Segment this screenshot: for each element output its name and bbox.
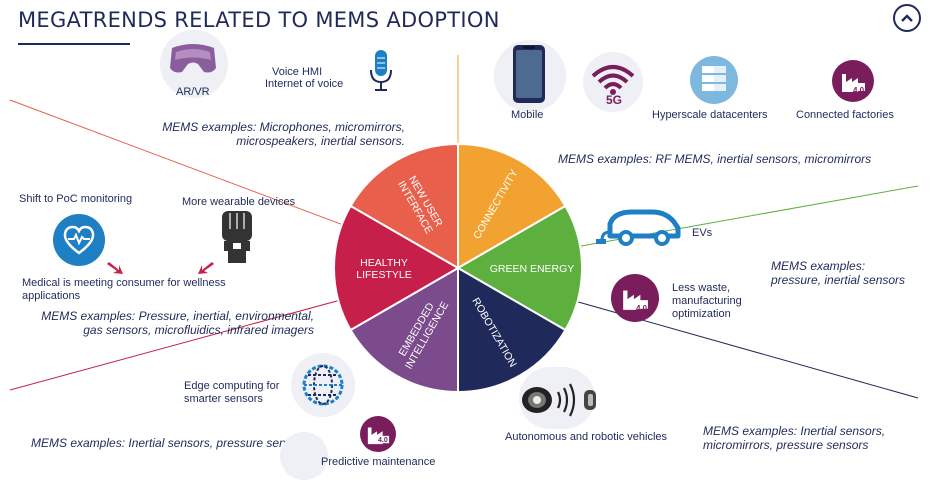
factory-icon bbox=[623, 290, 648, 310]
green-mems-examples-line1: MEMS examples: bbox=[771, 259, 866, 273]
factory-icon bbox=[842, 74, 865, 92]
factory-badge-text: 4.0 bbox=[853, 86, 865, 95]
health-mems-examples-line1: MEMS examples: Pressure, inertial, envir… bbox=[41, 309, 314, 323]
globe-network-icon bbox=[302, 364, 344, 406]
wheel-segment-healthy-lifestyle bbox=[333, 204, 460, 332]
wheel-label-green-energy: GREEN ENERGY bbox=[490, 263, 575, 275]
embedded-mems-examples: MEMS examples: Inertial sensors, pressur… bbox=[31, 436, 309, 450]
arvr-label: AR/VR bbox=[176, 86, 210, 98]
medical-consumer-label-line1: Medical is meeting consumer for wellness bbox=[22, 277, 226, 289]
vr-headset-icon bbox=[170, 44, 216, 73]
robotization-mems-examples-line2: micromirrors, pressure sensors bbox=[703, 438, 869, 452]
connected-factory-badge bbox=[832, 60, 874, 102]
less-waste-label: Less waste, bbox=[672, 282, 731, 294]
health-mems-examples-line2: gas sensors, microfluidics, infrared ima… bbox=[83, 323, 314, 337]
ui-mems-examples-line2: microspeakers, inertial sensors. bbox=[236, 134, 405, 148]
arrow-icon bbox=[107, 262, 123, 274]
microphone-icon bbox=[370, 50, 392, 91]
wheel-segment-green-energy bbox=[456, 204, 583, 332]
edge-computing-label-line2: smarter sensors bbox=[184, 393, 263, 405]
manufacturing-label: manufacturing bbox=[672, 295, 742, 307]
chevron-up-icon bbox=[901, 14, 913, 22]
connectivity-mems-examples: MEMS examples: RF MEMS, inertial sensors… bbox=[558, 152, 872, 166]
factory-badge-text: 4.0 bbox=[636, 304, 648, 313]
poc-monitoring-label: Shift to PoC monitoring bbox=[19, 193, 133, 205]
medical-consumer-label-line2: applications bbox=[22, 290, 81, 302]
heart-monitor-icon bbox=[63, 225, 95, 255]
wheel-segment-embedded-intelligence bbox=[349, 266, 459, 393]
voice-hmi-label: Voice HMI bbox=[272, 66, 323, 78]
medical-icon-badge bbox=[53, 214, 105, 266]
edge-computing-label-line1: Edge computing for bbox=[184, 380, 280, 392]
wifi-5g-icon bbox=[591, 65, 635, 95]
mobile-label: Mobile bbox=[511, 109, 544, 121]
smartphone-icon bbox=[513, 45, 545, 103]
smartwatch-fist-icon bbox=[222, 211, 252, 263]
evs-label: EVs bbox=[692, 227, 713, 239]
wearable-devices-label: More wearable devices bbox=[182, 196, 296, 208]
arrow-icon bbox=[198, 262, 214, 274]
factory-icon bbox=[367, 427, 390, 445]
predictive-maintenance-label: Predictive maintenance bbox=[321, 456, 436, 468]
connected-factories-label: Connected factories bbox=[796, 109, 894, 121]
wheel-segment-new-user-interface bbox=[349, 143, 459, 270]
autonomous-vehicle-icon bbox=[522, 383, 596, 417]
factory-badge-text: 4.0 bbox=[378, 437, 388, 444]
green-mems-examples-line2: pressure, inertial sensors bbox=[771, 273, 906, 287]
manufacturing-factory-badge bbox=[611, 274, 659, 322]
electric-vehicle-icon bbox=[596, 209, 681, 246]
fiveg-badge: 5G bbox=[606, 93, 623, 107]
datacenter-icon bbox=[702, 66, 726, 91]
robotization-mems-examples-line1: MEMS examples: Inertial sensors, bbox=[703, 424, 886, 438]
wheel-segment-connectivity bbox=[457, 143, 567, 270]
predictive-factory-badge bbox=[360, 416, 396, 452]
internet-of-voice-label: Internet of voice bbox=[265, 78, 344, 90]
predictive-icon-background bbox=[280, 432, 328, 480]
edge-icon-background bbox=[291, 353, 355, 417]
optimization-label: optimization bbox=[672, 308, 731, 320]
wheel-segment-robotization bbox=[457, 266, 567, 393]
hyperscale-datacenters-label: Hyperscale datacenters bbox=[652, 109, 768, 121]
scroll-up-button[interactable] bbox=[893, 4, 921, 32]
page-title: MEGATRENDS RELATED TO MEMS ADOPTION bbox=[18, 8, 500, 32]
title-underline bbox=[18, 43, 130, 45]
ui-mems-examples-line1: MEMS examples: Microphones, micromirrors… bbox=[162, 120, 405, 134]
autonomous-vehicles-label: Autonomous and robotic vehicles bbox=[505, 431, 668, 443]
